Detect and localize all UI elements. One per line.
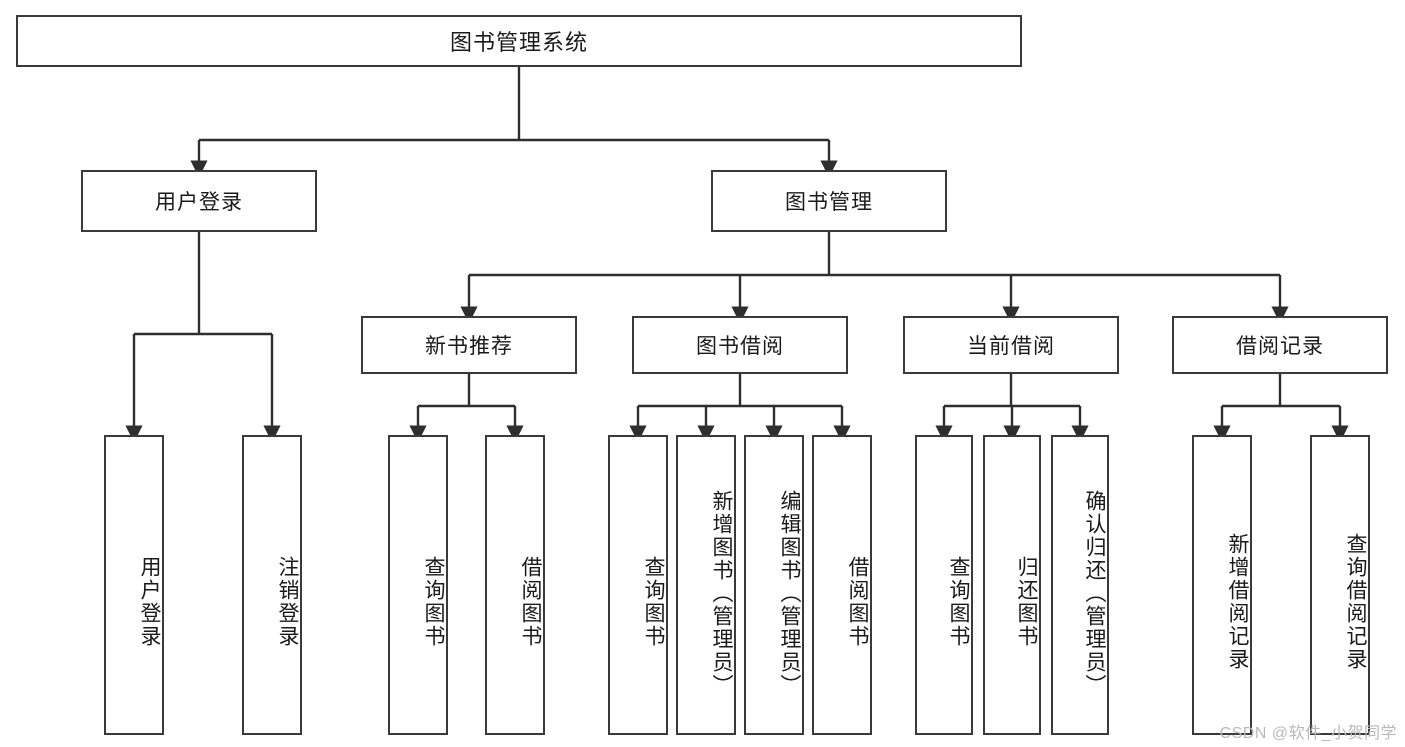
node-label: 新书推荐 — [425, 335, 513, 358]
node-label: 查询借阅记录 — [1344, 533, 1367, 671]
node-label: 编辑图书（管理员） — [778, 489, 801, 697]
node-newbook[interactable]: 新书推荐 — [361, 316, 577, 374]
node-l-qrec[interactable]: 查询借阅记录 — [1310, 435, 1370, 735]
node-bookmgmt[interactable]: 图书管理 — [711, 170, 947, 232]
watermark-label: CSDN @软件_小贺同学 — [1219, 725, 1397, 742]
node-l-editbook[interactable]: 编辑图书（管理员） — [744, 435, 804, 735]
node-l-qb1[interactable]: 查询图书 — [388, 435, 448, 735]
node-l-addrec[interactable]: 新增借阅记录 — [1192, 435, 1252, 735]
node-label: 图书借阅 — [696, 335, 784, 358]
node-l-return[interactable]: 归还图书 — [983, 435, 1041, 735]
node-l-logout[interactable]: 注销登录 — [242, 435, 302, 735]
node-label: 图书管理系统 — [449, 30, 588, 55]
node-l-qb2[interactable]: 查询图书 — [608, 435, 668, 735]
node-label: 查询图书 — [947, 556, 970, 648]
node-l-addbook[interactable]: 新增图书（管理员） — [676, 435, 736, 735]
node-borrow[interactable]: 图书借阅 — [632, 316, 848, 374]
node-label: 注销登录 — [276, 556, 299, 648]
node-l-bb1[interactable]: 借阅图书 — [485, 435, 545, 735]
node-l-login[interactable]: 用户登录 — [104, 435, 164, 735]
node-label: 借阅图书 — [846, 556, 869, 648]
node-label: 确认归还（管理员） — [1083, 489, 1106, 697]
node-label: 借阅图书 — [519, 556, 542, 648]
node-records[interactable]: 借阅记录 — [1172, 316, 1388, 374]
node-label: 图书管理 — [785, 191, 873, 214]
node-root[interactable]: 图书管理系统 — [16, 15, 1022, 67]
node-current[interactable]: 当前借阅 — [903, 316, 1119, 374]
node-label: 用户登录 — [155, 191, 243, 214]
node-label: 用户登录 — [138, 556, 161, 648]
node-label: 借阅记录 — [1236, 335, 1324, 358]
node-l-confirm[interactable]: 确认归还（管理员） — [1051, 435, 1109, 735]
node-l-bb2[interactable]: 借阅图书 — [812, 435, 872, 735]
node-label: 新增图书（管理员） — [710, 489, 733, 697]
node-label: 查询图书 — [422, 556, 445, 648]
node-label: 归还图书 — [1015, 556, 1038, 648]
node-login[interactable]: 用户登录 — [81, 170, 317, 232]
node-label: 查询图书 — [642, 556, 665, 648]
node-label: 新增借阅记录 — [1226, 533, 1249, 671]
node-label: 当前借阅 — [967, 335, 1055, 358]
node-l-qb3[interactable]: 查询图书 — [915, 435, 973, 735]
connector-paths — [125, 67, 1349, 443]
